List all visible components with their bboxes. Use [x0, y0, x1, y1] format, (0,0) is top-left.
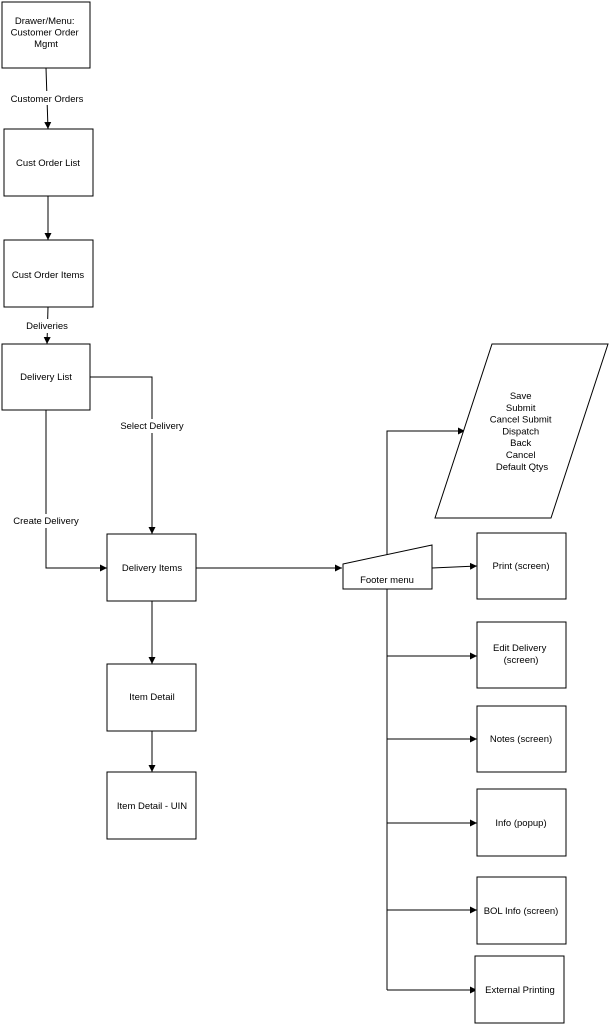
bol-info-label: BOL Info (screen)	[484, 906, 559, 917]
node-footer-menu[interactable]: Footer menu	[342, 544, 433, 590]
drawer-line-3: Mgmt	[34, 39, 58, 50]
action-dispatch: Dispatch	[502, 426, 539, 437]
edge-labels: Customer Orders Deliveries Select Delive…	[9, 91, 186, 528]
node-cust-order-items[interactable]: Cust Order Items	[3, 239, 94, 308]
delivery-list-label: Delivery List	[20, 372, 72, 383]
node-delivery-items[interactable]: Delivery Items	[106, 533, 197, 602]
footer-menu-label: Footer menu	[360, 575, 414, 586]
action-cancel-submit: Cancel Submit	[490, 415, 552, 426]
node-bol-info[interactable]: BOL Info (screen)	[476, 876, 567, 945]
node-delivery-list[interactable]: Delivery List	[1, 343, 91, 411]
edge-footer-to-print	[431, 562, 478, 570]
node-edit-delivery[interactable]: Edit Delivery (screen)	[476, 621, 567, 689]
label-customer-orders: Customer Orders	[11, 94, 84, 105]
node-print-screen[interactable]: Print (screen)	[476, 532, 567, 600]
svg-text:Edit Delivery (screen): Edit Delivery (screen)	[493, 643, 549, 666]
node-external-printing[interactable]: External Printing	[474, 955, 565, 1024]
edit-delivery-line-2: (screen)	[504, 655, 539, 666]
action-submit: Submit	[506, 403, 536, 414]
delivery-items-label: Delivery Items	[122, 563, 182, 574]
edges	[43, 67, 478, 994]
edge-footer-to-actions	[386, 427, 465, 556]
notes-label: Notes (screen)	[490, 734, 552, 745]
edge-create-delivery	[45, 410, 107, 572]
node-info[interactable]: Info (popup)	[476, 788, 567, 857]
drawer-line-2: Customer Order	[11, 28, 79, 39]
external-printing-label: External Printing	[485, 985, 555, 996]
label-deliveries: Deliveries	[26, 321, 68, 332]
info-label: Info (popup)	[495, 818, 546, 829]
cust-order-list-label: Cust Order List	[16, 158, 80, 169]
label-select-delivery: Select Delivery	[120, 421, 184, 432]
node-item-detail-uin[interactable]: Item Detail - UIN	[106, 771, 197, 840]
svg-text:Drawer/Menu: Customer Or: Drawer/Menu: Customer Order Mgmt	[11, 16, 82, 50]
node-drawer-menu[interactable]: Drawer/Menu: Customer Order Mgmt	[1, 1, 91, 69]
node-notes[interactable]: Notes (screen)	[476, 705, 567, 773]
action-save: Save	[510, 391, 532, 402]
node-actions[interactable]: Save Submit Cancel Submit Dispatch Back …	[434, 343, 609, 519]
svg-text:Save Submit Cancel: Save Submit Cancel Submit Dispatch Back …	[490, 391, 554, 473]
edit-delivery-line-1: Edit Delivery	[493, 643, 547, 654]
node-cust-order-list[interactable]: Cust Order List	[3, 128, 94, 197]
edge-select-delivery	[90, 376, 156, 534]
cust-order-items-label: Cust Order Items	[12, 270, 85, 281]
action-default-qtys: Default Qtys	[496, 462, 549, 473]
print-label: Print (screen)	[492, 561, 549, 572]
node-item-detail[interactable]: Item Detail	[106, 663, 197, 732]
item-detail-uin-label: Item Detail - UIN	[117, 801, 187, 812]
label-create-delivery: Create Delivery	[13, 516, 79, 527]
action-cancel: Cancel	[506, 450, 536, 461]
action-back: Back	[510, 438, 531, 449]
drawer-line-1: Drawer/Menu:	[15, 16, 75, 27]
item-detail-label: Item Detail	[129, 692, 174, 703]
